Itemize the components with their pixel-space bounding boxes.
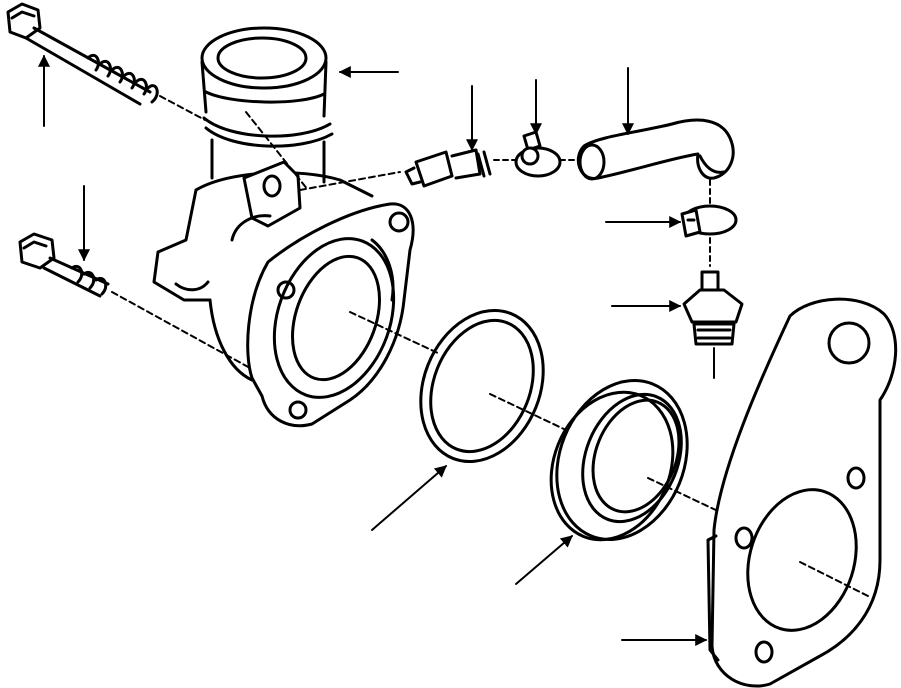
- upper-bolt-thread: [86, 53, 159, 104]
- outlet-neck: [200, 26, 334, 184]
- sensor-thread: [476, 150, 492, 178]
- o-ring: [349, 308, 567, 464]
- callout-arrow-o-ring: [371, 465, 447, 531]
- lower-bolt-thread: [70, 265, 108, 296]
- callout-arrows: [38, 54, 708, 646]
- upper-bolt: [6, 2, 206, 121]
- temperature-sensor: [299, 148, 492, 191]
- hose-clip-upper: [493, 130, 562, 178]
- thermostat: [549, 379, 721, 542]
- hose-clip-lower: [680, 204, 738, 267]
- callout-arrow-thermostat: [515, 535, 573, 585]
- hose-union: [682, 270, 744, 379]
- thermostat-housing: [152, 111, 415, 428]
- bypass-hose: [559, 118, 735, 205]
- housing-gasket: [706, 297, 898, 688]
- lower-bolt: [18, 232, 251, 369]
